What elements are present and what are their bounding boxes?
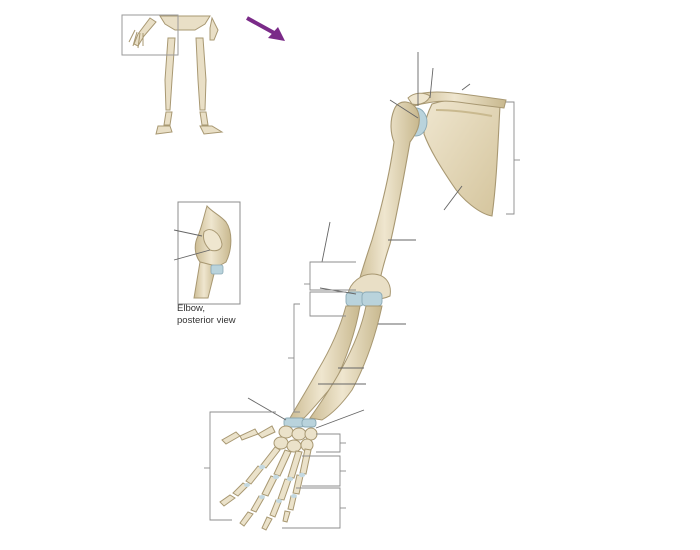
- label-brackets: [204, 101, 520, 529]
- inset-ulna: [193, 261, 217, 299]
- caption-line-2: posterior view: [177, 315, 236, 326]
- inset-olecranon: [203, 229, 223, 252]
- scapula-spine-shadow: [435, 109, 493, 117]
- elbow-inset-caption: Elbow, posterior view: [177, 303, 236, 327]
- pointer-arrow: [246, 16, 285, 41]
- skeleton-orientation-figure: [133, 15, 224, 135]
- ulna: [309, 305, 383, 421]
- wrist-cartilage: [283, 417, 317, 428]
- forearm: [289, 305, 383, 421]
- leader-lines: [247, 52, 471, 429]
- hand: [219, 425, 318, 531]
- inset-cartilage: [210, 264, 224, 275]
- clavicle: [411, 91, 507, 109]
- inset-leader-1: [173, 229, 203, 237]
- elbow-cartilage: [345, 291, 383, 307]
- orientation-hand-detail: [128, 29, 144, 49]
- finger-joint-cartilage: [244, 464, 306, 503]
- scapula: [423, 98, 501, 217]
- orientation-highlight-box: [121, 14, 179, 56]
- humerus: [347, 101, 420, 300]
- elbow-inset: [173, 201, 241, 305]
- caption-line-1: Elbow,: [177, 303, 205, 314]
- inset-leader-2: [173, 249, 211, 261]
- shoulder-girdle: [404, 91, 507, 217]
- radius: [289, 305, 361, 419]
